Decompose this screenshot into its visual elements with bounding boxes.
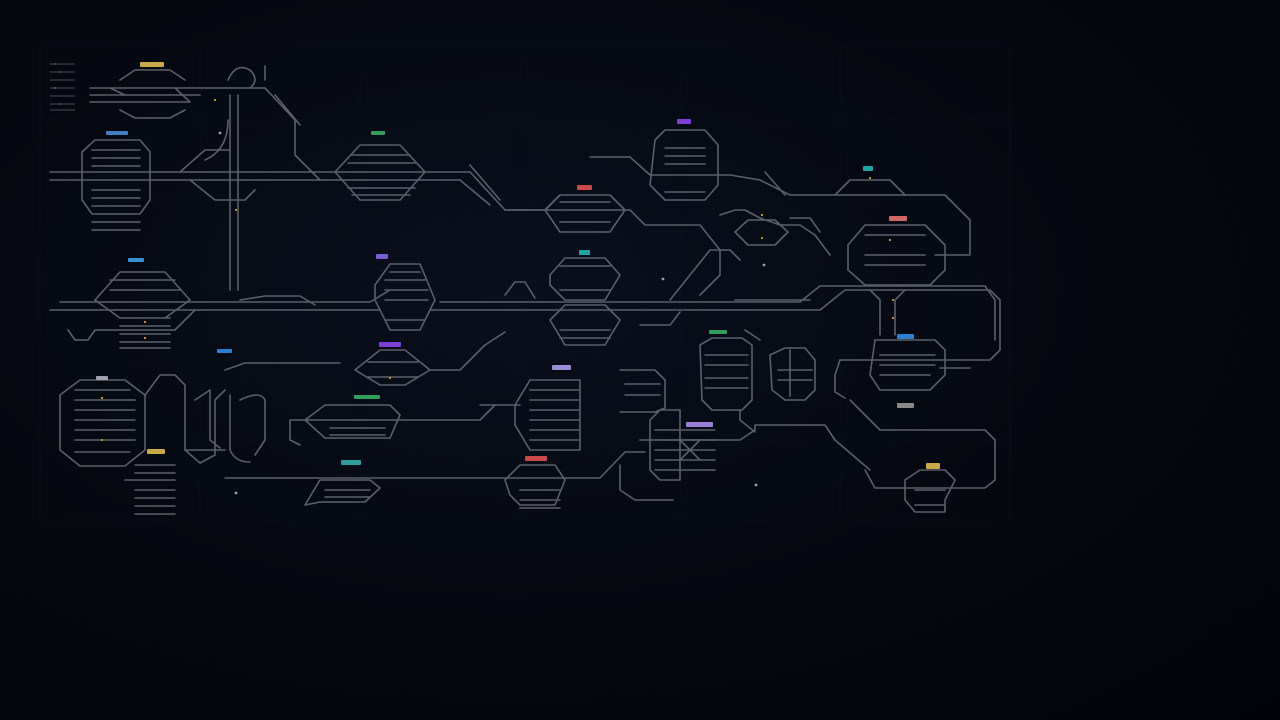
track-network bbox=[49, 63, 1001, 515]
station-label-13 bbox=[379, 342, 401, 347]
station-label-6 bbox=[577, 185, 592, 190]
station-label-7 bbox=[889, 216, 907, 221]
station-labels[interactable] bbox=[96, 62, 940, 469]
station-label-3 bbox=[371, 131, 385, 135]
station-label-1 bbox=[140, 62, 164, 67]
station-label-12 bbox=[709, 330, 727, 334]
station-label-2 bbox=[106, 131, 128, 135]
station-label-22 bbox=[897, 403, 914, 408]
station-label-18 bbox=[147, 449, 165, 454]
station-label-15 bbox=[552, 365, 571, 370]
station-label-10 bbox=[579, 250, 590, 255]
station-label-4 bbox=[677, 119, 691, 124]
station-label-16 bbox=[217, 349, 232, 353]
station-label-11 bbox=[897, 334, 914, 339]
station-label-9 bbox=[376, 254, 388, 259]
station-label-5 bbox=[863, 166, 873, 171]
station-label-17 bbox=[96, 376, 108, 380]
station-label-20 bbox=[341, 460, 361, 465]
station-label-14 bbox=[354, 395, 380, 399]
signal-markers bbox=[54, 63, 895, 495]
station-label-23 bbox=[926, 463, 940, 469]
station-label-21 bbox=[525, 456, 547, 461]
station-label-8 bbox=[128, 258, 144, 262]
station-label-19 bbox=[686, 422, 713, 427]
